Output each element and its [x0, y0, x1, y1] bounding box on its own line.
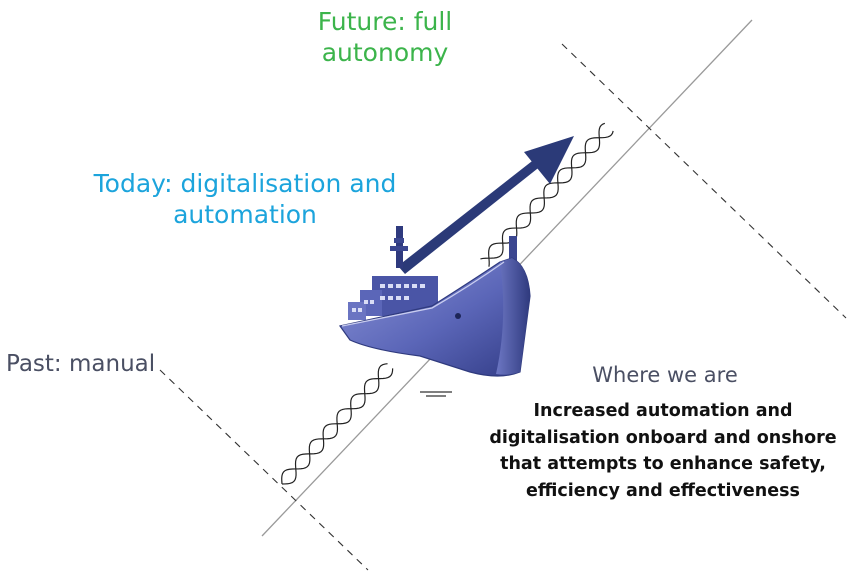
stage-today: Today: digitalisation and automation	[80, 168, 410, 231]
stage-future-line1: Future: full	[317, 7, 453, 36]
stage-today-line1: Today: digitalisation and	[93, 169, 397, 198]
stage-future-line2: autonomy	[321, 38, 449, 68]
stage-future: Future: full autonomy	[300, 6, 470, 69]
progress-arrow	[398, 136, 574, 274]
where-we-are-title: Where we are	[592, 363, 738, 387]
wave-wake	[281, 122, 614, 485]
stage-past: Past: manual	[6, 351, 156, 377]
where-we-are-description: Increased automation and digitalisation …	[489, 401, 837, 501]
ship-icon	[338, 226, 531, 397]
boundary-line-upper	[561, 43, 847, 319]
stage-today-line2: automation	[173, 200, 317, 230]
boundary-line-lower	[159, 369, 369, 571]
